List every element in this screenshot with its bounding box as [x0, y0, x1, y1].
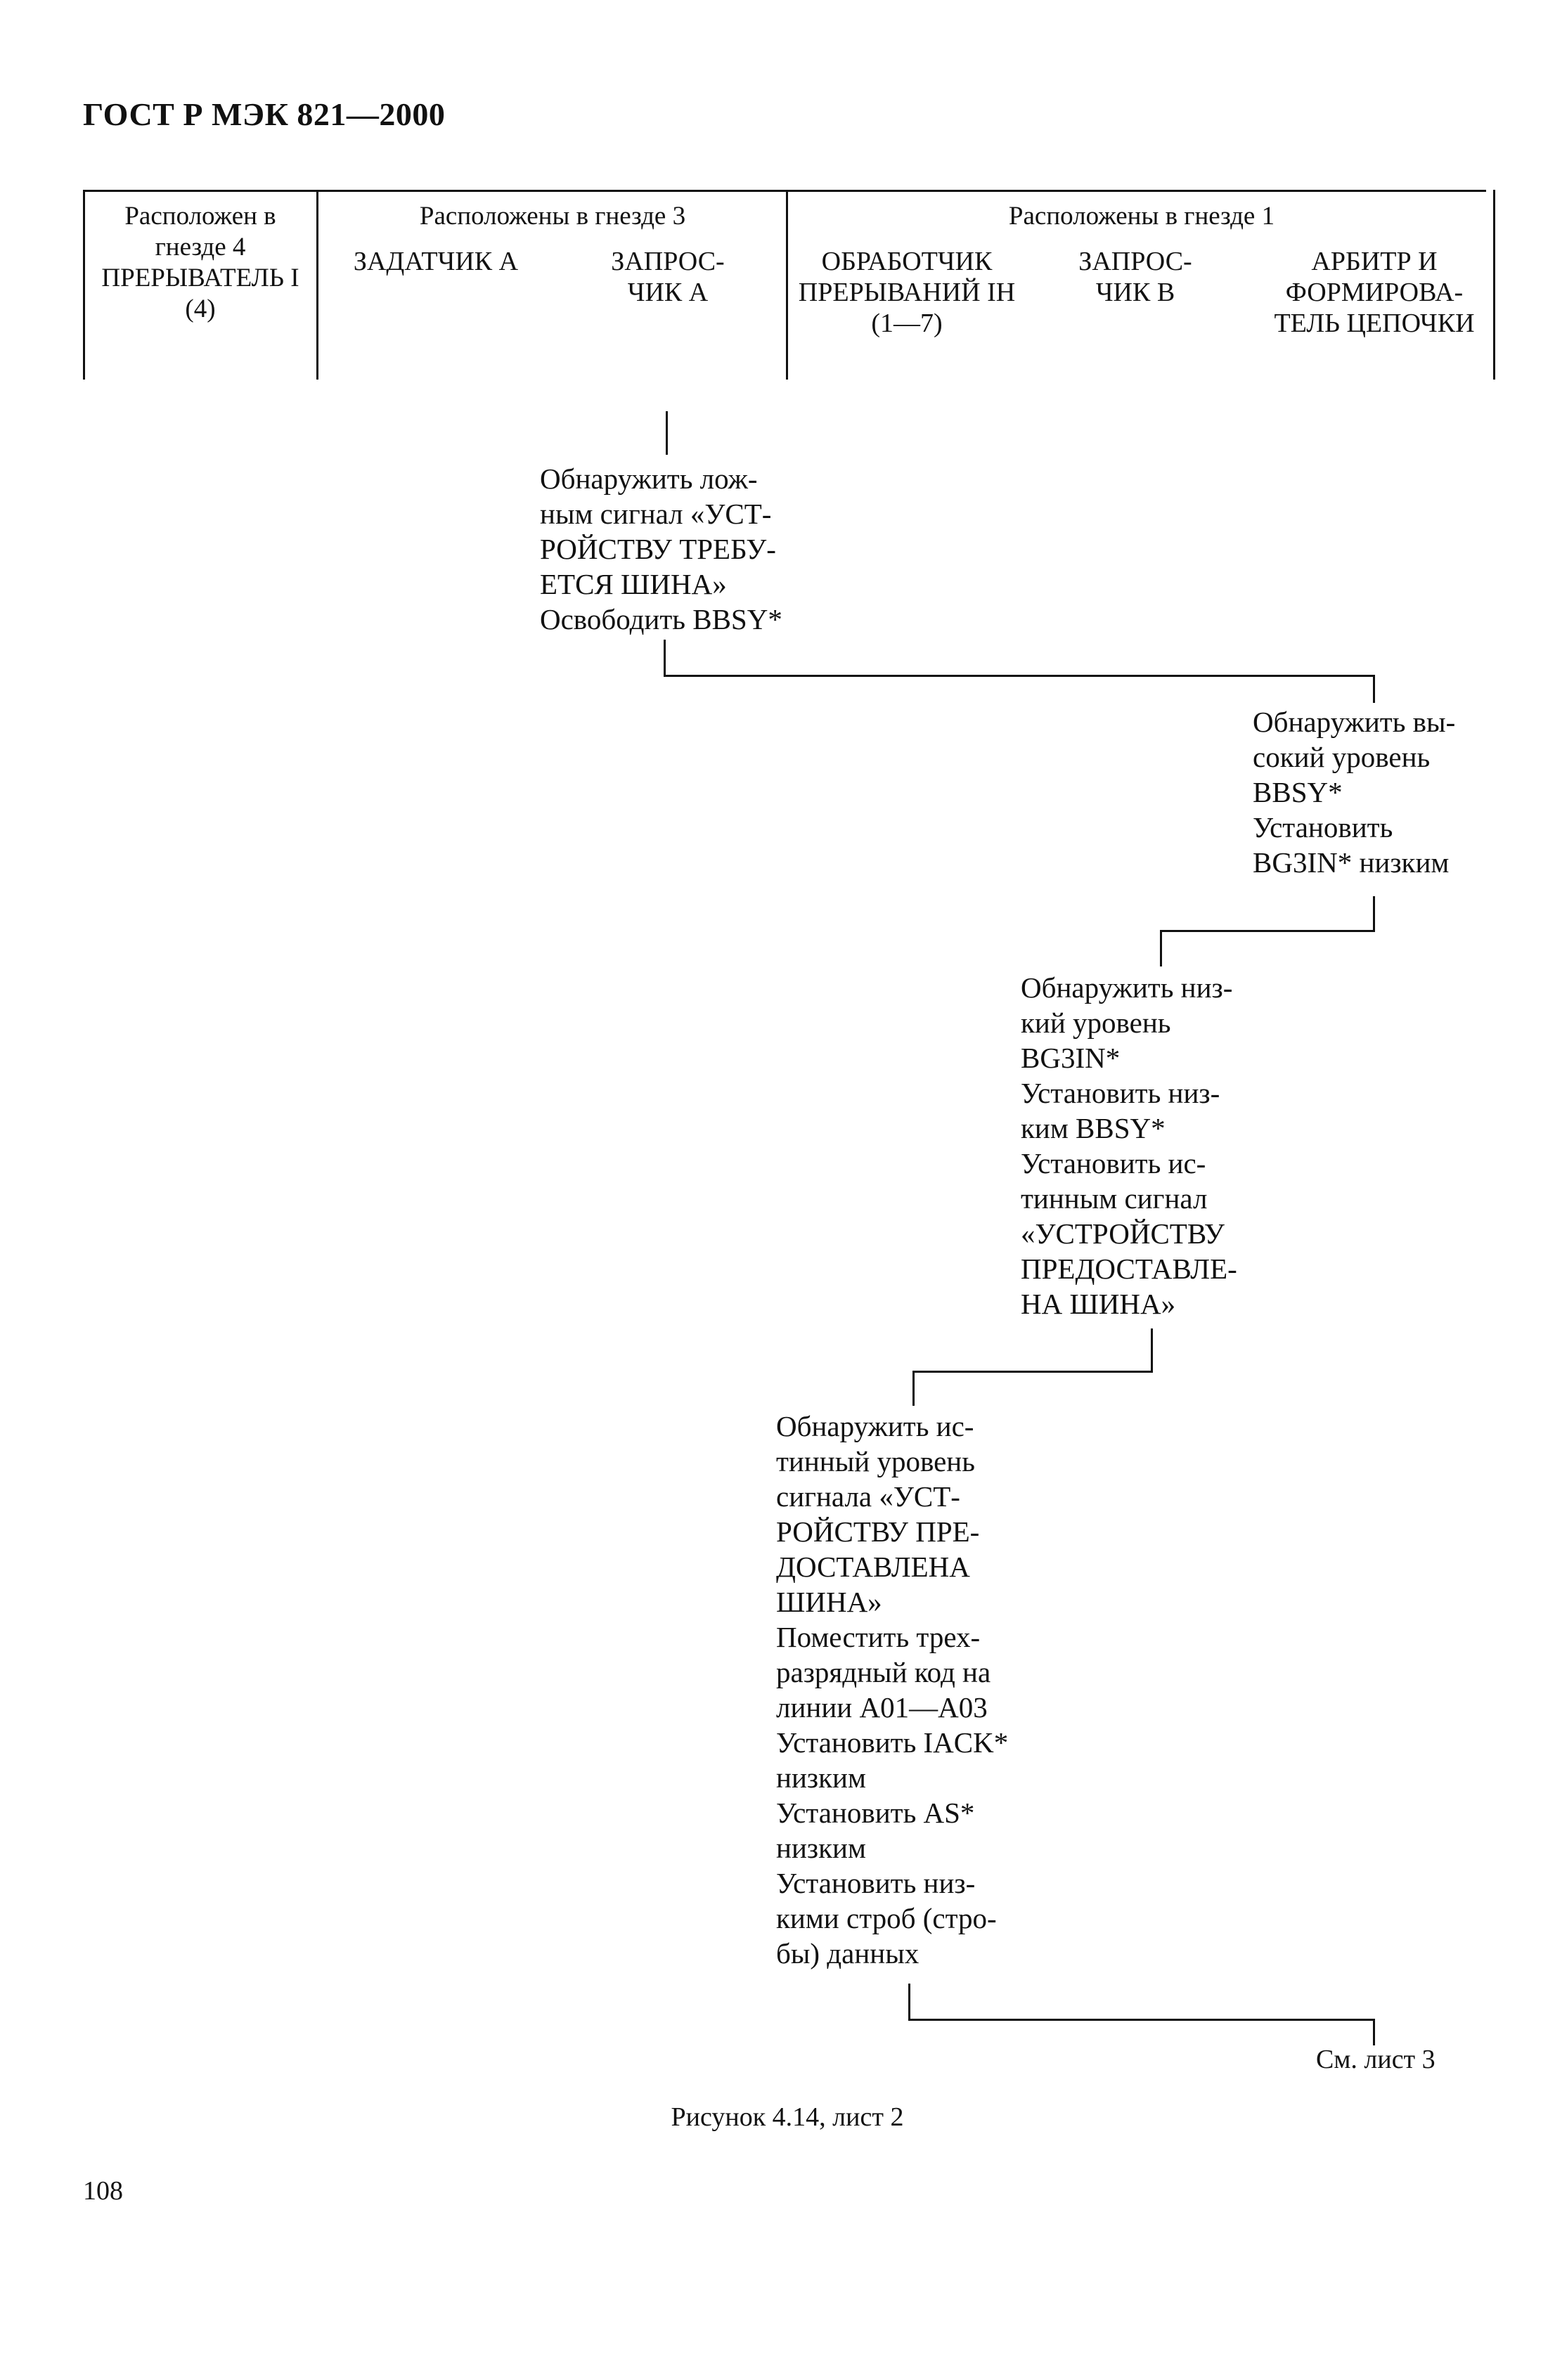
document-header: ГОСТ Р МЭК 821—2000 [83, 96, 446, 132]
column-arbiter: АРБИТР И ФОРМИРОВА-ТЕЛЬ ЦЕПОЧКИ [1274, 247, 1475, 338]
connector-step2-down [1373, 896, 1375, 931]
table-divider-2 [786, 190, 788, 380]
connector-step2-in [1373, 675, 1375, 703]
table-divider-1 [316, 190, 318, 380]
continuation-note: См. лист 3 [1316, 2045, 1435, 2074]
table-top-border [83, 190, 1486, 192]
column-interrupter-4-label: Расположен в гнезде 4 ПРЕРЫВАТЕЛЬ I (4) [101, 202, 299, 323]
column-interrupt-handler: ОБРАБОТЧИК ПРЕРЫВАНИЙ IH (1—7) [798, 247, 1016, 338]
connector-step4-down [908, 1984, 910, 2020]
column-interrupter-4: Расположен в гнезде 4 ПРЕРЫВАТЕЛЬ I (4) [89, 201, 312, 325]
connector-step1-horizontal [664, 675, 1375, 677]
column-master-a: ЗАДАТЧИК А [353, 247, 519, 276]
group-slot-3-header: Расположены в гнезде 3 [419, 202, 686, 231]
connector-in-step-1 [666, 411, 668, 455]
connector-step4-horizontal [908, 2019, 1375, 2021]
column-requester-b: ЗАПРОС-ЧИК В [1078, 247, 1192, 307]
connector-step3-down [1151, 1328, 1153, 1372]
flow-step-1: Обнаружить лож- ным сигнал «УСТ- РОЙСТВУ… [540, 463, 782, 635]
flow-step-4: Обнаружить ис- тинный уровень сигнала «У… [776, 1410, 1009, 1970]
connector-step2-horizontal [1160, 930, 1375, 932]
connector-step3-in [1160, 930, 1162, 966]
figure-caption: Рисунок 4.14, лист 2 [671, 2102, 904, 2132]
table-left-border [83, 190, 85, 380]
connector-step4-in [912, 1371, 915, 1406]
group-slot-1-header: Расположены в гнезде 1 [1008, 202, 1275, 231]
connector-step1-down [664, 640, 666, 676]
flow-step-2: Обнаружить вы- сокий уровень BBSY* Устан… [1253, 706, 1456, 879]
connector-continuation-in [1373, 2019, 1375, 2045]
page-number: 108 [83, 2176, 123, 2206]
connector-step3-horizontal [912, 1371, 1153, 1373]
column-requester-a: ЗАПРОС-ЧИК А [611, 247, 725, 307]
flow-step-3: Обнаружить низ- кий уровень BG3IN* Устан… [1021, 971, 1237, 1320]
table-right-border [1493, 190, 1495, 380]
